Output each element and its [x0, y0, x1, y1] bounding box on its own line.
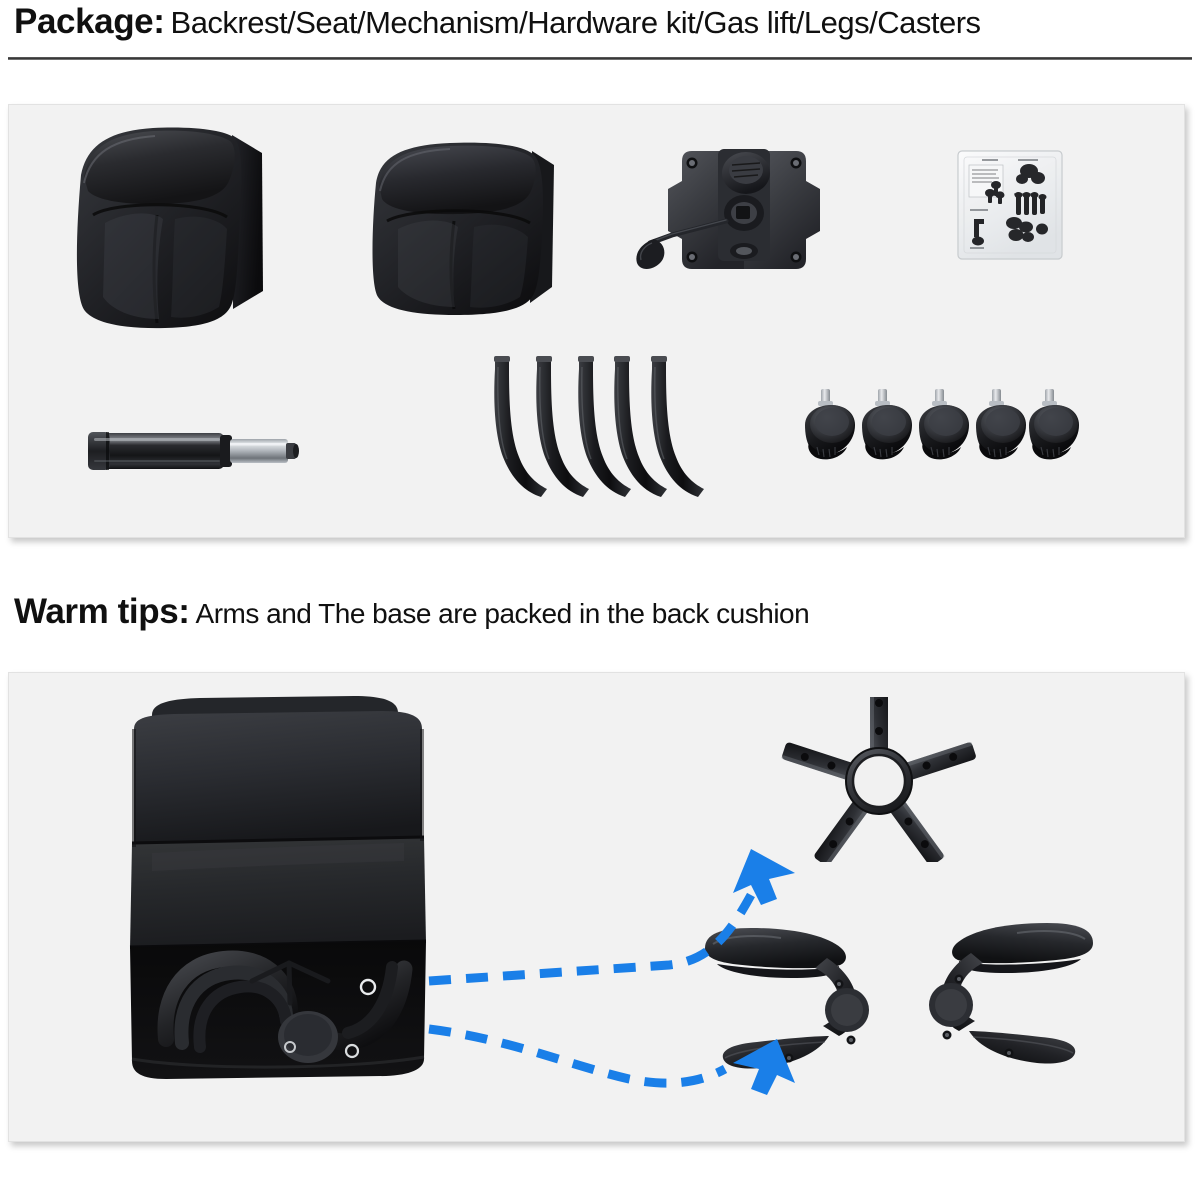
chair-legs-group [489, 353, 704, 505]
tilt-mechanism-image [634, 143, 844, 278]
hardware-kit-image [956, 149, 1064, 261]
warm-tips-text: Arms and The base are packed in the back… [195, 598, 810, 629]
package-lead-label: Package: [14, 2, 165, 41]
package-items-text: Backrest/Seat/Mechanism/Hardware kit/Gas… [170, 5, 982, 40]
package-heading: Package:Backrest/Seat/Mechanism/Hardware… [14, 4, 981, 39]
armrest-left-image [699, 918, 894, 1088]
seat-cushion-image [354, 137, 579, 352]
gas-lift-image [84, 417, 309, 485]
warm-tips-heading: Warm tips:Arms and The base are packed i… [14, 592, 810, 631]
chair-base-image [779, 697, 979, 862]
header-divider-rule [8, 57, 1192, 60]
casters-group [799, 387, 1084, 477]
warm-tips-lead-label: Warm tips: [14, 592, 190, 631]
armrest-right-image [904, 913, 1099, 1083]
backrest-cushion-image [57, 123, 287, 393]
parts-panel [8, 104, 1185, 538]
bundle-panel [8, 672, 1185, 1142]
package-bag-image [104, 691, 449, 1091]
